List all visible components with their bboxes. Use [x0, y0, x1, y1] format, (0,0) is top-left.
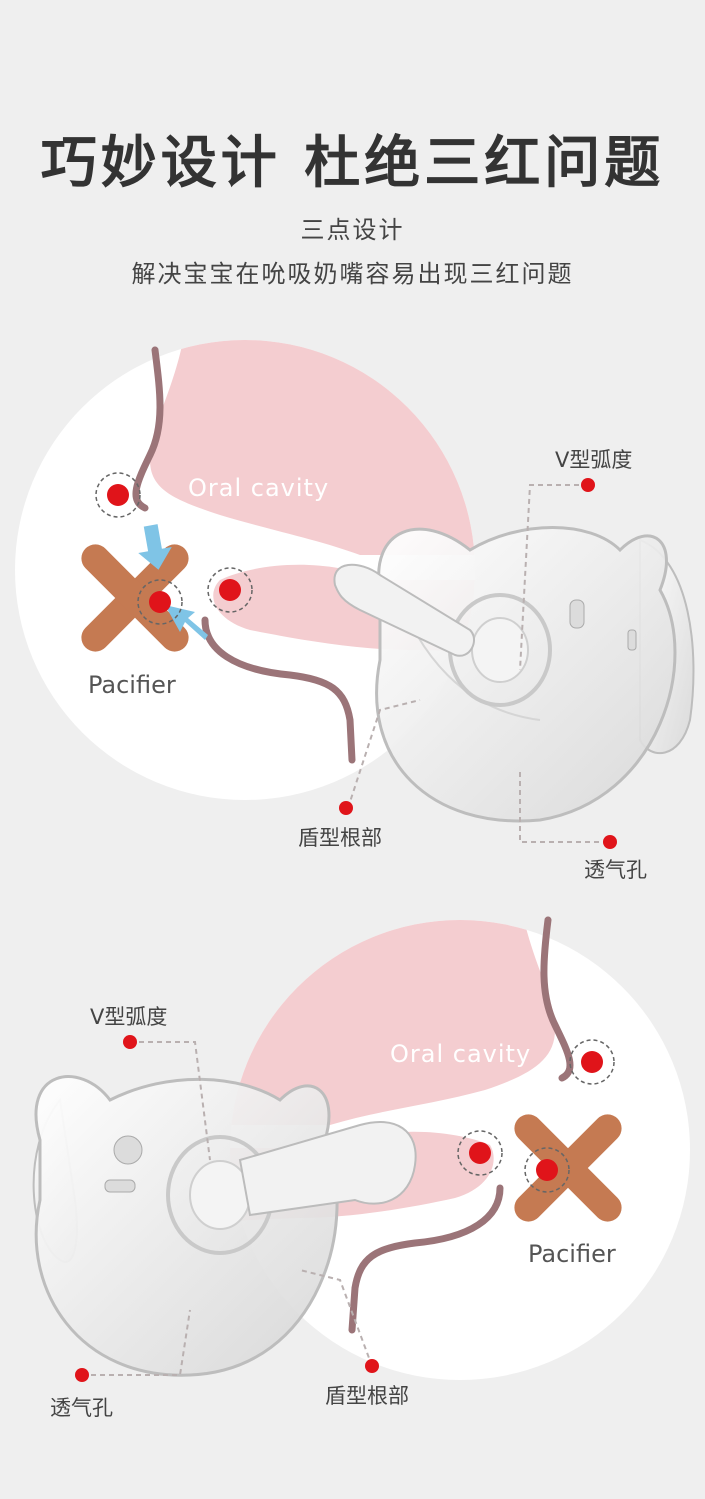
leader-line-v-shape	[519, 484, 588, 671]
pressure-arrow-1	[138, 524, 172, 570]
marker-ring-2	[207, 567, 253, 613]
pacifier-image	[333, 526, 695, 823]
callout-v-shape: V型弧度	[555, 448, 632, 472]
pacifier-cross	[81, 544, 189, 652]
pacifier-label: Pacifier	[528, 1240, 616, 1268]
page-title: 巧妙设计 杜绝三红问题	[40, 131, 665, 196]
callout-dot-v-shape	[123, 1035, 137, 1049]
marker-ring-3	[137, 579, 183, 625]
lower-lip-line	[201, 616, 356, 764]
subtitle-line-1: 三点设计	[300, 216, 405, 244]
callout-v-shape: V型弧度	[90, 1005, 167, 1029]
callout-dot-v-shape	[581, 478, 595, 492]
diagram-bottom: Oral cavity Pacifier V型弧度 盾型根部 透气孔	[0, 900, 705, 1460]
diagram-bottom-svg: Oral cavity Pacifier V型弧度 盾型根部 透气孔	[32, 916, 690, 1420]
subtitle-line-2: 解决宝宝在吮吸奶嘴容易出现三红问题	[131, 260, 574, 288]
marker-dot-3	[149, 591, 171, 613]
marker-dot-2	[469, 1142, 491, 1164]
oral-cavity-label: Oral cavity	[188, 474, 329, 502]
leader-line-v-shape	[130, 1041, 211, 1161]
callout-shield-base: 盾型根部	[325, 1384, 409, 1408]
diagram-top: Oral cavity Pacifier V型弧度 盾型根部 透气孔	[0, 330, 705, 890]
callout-dot-shield	[339, 801, 353, 815]
marker-ring-1	[569, 1039, 615, 1085]
pacifier-label: Pacifier	[88, 671, 176, 699]
leader-line-shield	[347, 699, 421, 809]
diagram-top-svg: Oral cavity Pacifier V型弧度 盾型根部 透气孔	[15, 340, 695, 882]
leader-line-vent	[519, 770, 608, 843]
oral-cavity-label: Oral cavity	[390, 1040, 531, 1068]
pressure-arrow-2	[165, 605, 208, 640]
callout-dot-shield	[365, 1359, 379, 1373]
leader-line-shield	[299, 1269, 373, 1367]
callout-vent-hole: 透气孔	[50, 1396, 113, 1420]
marker-dot-1	[581, 1051, 603, 1073]
oral-cavity-shape	[150, 340, 475, 555]
callout-dot-vent	[75, 1368, 89, 1382]
pacifier-cross	[514, 1114, 622, 1222]
marker-dot-1	[107, 484, 129, 506]
callout-vent-hole: 透气孔	[584, 858, 647, 882]
oral-cavity-shape	[230, 920, 555, 1125]
pacifier-image	[32, 1075, 417, 1377]
callout-dot-vent	[603, 835, 617, 849]
marker-dot-2	[219, 579, 241, 601]
marker-dot-3	[536, 1159, 558, 1181]
marker-ring-3	[524, 1147, 570, 1193]
lower-lip-line	[348, 1184, 504, 1334]
marker-ring-1	[95, 472, 141, 518]
upper-lip-line	[132, 346, 164, 512]
marker-ring-2	[457, 1130, 503, 1176]
callout-shield-base: 盾型根部	[298, 826, 382, 850]
